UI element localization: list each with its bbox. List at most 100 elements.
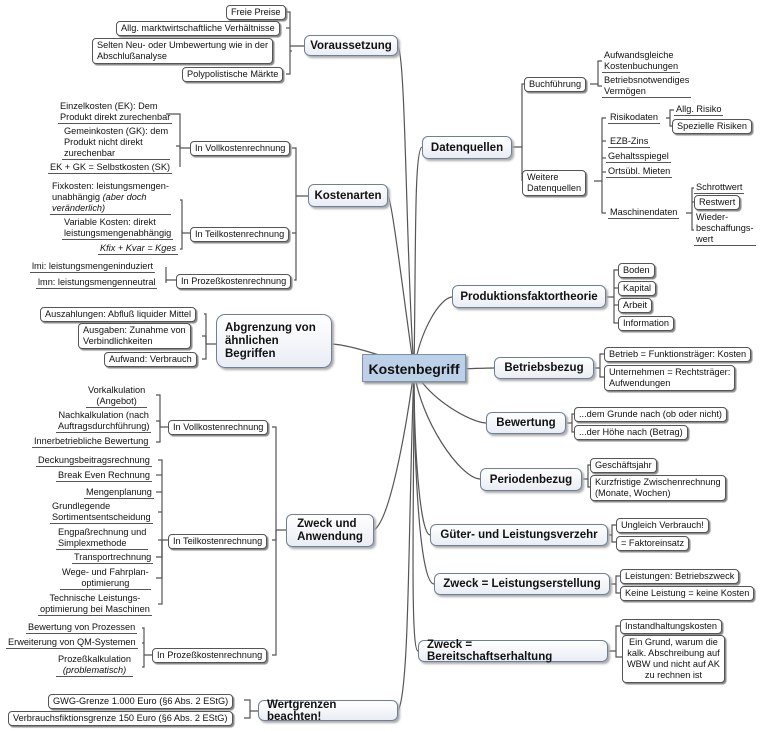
verbrauchsfiktionsgrenze[interactable]: Verbrauchsfiktionsgrenze 150 Euro (§6 Ab… bbox=[8, 711, 233, 726]
prozess-item[interactable]: Prozeßkalkulation (problematisch) bbox=[56, 654, 134, 677]
item-line: Weitere bbox=[527, 172, 559, 182]
buchfuehrung-item[interactable]: Betriebsnotwendiges Vermögen bbox=[602, 75, 692, 98]
teilkosten-item[interactable]: Technische Leistungs- optimierung bei Ma… bbox=[38, 593, 152, 616]
wiederbeschaffungswert-item[interactable]: Wieder- beschaffungs- wert bbox=[694, 212, 756, 246]
teilkosten-item[interactable]: Engpaßrechnung und Simplexmethode bbox=[56, 527, 149, 550]
vorkalkulation-item[interactable]: Vorkalkulation (Angebot) bbox=[86, 385, 148, 408]
teilkosten-item[interactable]: Transportrechnung bbox=[72, 552, 154, 564]
gueter-item[interactable]: Ungleich Verbrauch! bbox=[616, 518, 709, 533]
link-periodenbezug bbox=[413, 369, 481, 480]
central-topic[interactable]: Kostenbegriff bbox=[362, 354, 466, 382]
ezb-zins-item[interactable]: EZB-Zins bbox=[608, 136, 651, 148]
maschinendaten-item[interactable]: Maschinendaten bbox=[608, 207, 680, 219]
mieten-item[interactable]: Ortsübl. Mieten bbox=[606, 166, 673, 178]
item-line: Wege- und Fahrplan- bbox=[62, 567, 149, 577]
faktor-item[interactable]: Boden bbox=[618, 263, 655, 278]
gwg-grenze[interactable]: GWG-Grenze 1.000 Euro (§6 Abs. 2 EStG) bbox=[48, 694, 234, 709]
item-line: unabhängig (aber doch bbox=[52, 192, 169, 203]
voraussetzung-item[interactable]: Freie Preise bbox=[226, 5, 286, 20]
abschreibung-grund-item[interactable]: Ein Grund, warum die kalk. Abschreibung … bbox=[622, 635, 725, 683]
branch-bereitschaftserhaltung[interactable]: Zweck = Bereitschaftserhaltung bbox=[418, 639, 608, 663]
allg-risiko-item[interactable]: Allg. Risiko bbox=[674, 104, 724, 116]
voraussetzung-item[interactable]: Selten Neu- oder Umbewertung wie in der … bbox=[92, 38, 274, 64]
risikodaten-item[interactable]: Risikodaten bbox=[608, 112, 661, 124]
leistung-item[interactable]: Keine Leistung = keine Kosten bbox=[620, 586, 755, 601]
sub-vollkostenrechnung[interactable]: In Vollkostenrechnung bbox=[190, 141, 291, 156]
item-line: Vermögen bbox=[604, 86, 646, 96]
sub-buchfuehrung[interactable]: Buchführung bbox=[524, 77, 587, 92]
bewertung-item[interactable]: ...der Höhe nach (Betrag) bbox=[574, 425, 688, 440]
branch-abgrenzung[interactable]: Abgrenzung von ähnlichen Begriffen bbox=[216, 314, 332, 368]
item-line: Abschlußanalyse bbox=[97, 51, 167, 61]
link-wertgrenzen bbox=[397, 369, 415, 712]
gehaltsspiegel-item[interactable]: Gehaltsspiegel bbox=[606, 151, 671, 163]
faktor-item[interactable]: Kapital bbox=[618, 281, 657, 296]
gueter-item[interactable]: = Faktoreinsatz bbox=[616, 536, 690, 551]
variable-kosten-item[interactable]: Variable Kosten: direkt leistungsmengena… bbox=[62, 217, 174, 240]
sub-prozesskostenrechnung[interactable]: In Prozeßkostenrechnung bbox=[176, 274, 292, 289]
item-line: Fixkosten: leistungsmengen- bbox=[52, 181, 169, 191]
voraussetzung-item[interactable]: Polypolistische Märkte bbox=[182, 67, 284, 82]
buchfuehrung-item[interactable]: Aufwandsgleiche Kostenbuchungen bbox=[602, 50, 681, 73]
title-line: Zweck und bbox=[297, 517, 357, 530]
teilkosten-item[interactable]: Grundlegende Sortimentsentscheidung bbox=[50, 501, 153, 524]
branch-periodenbezug[interactable]: Periodenbezug bbox=[480, 468, 582, 491]
nachkalkulation-item[interactable]: Nachkalkulation (nach Auftragsdurchführu… bbox=[56, 410, 152, 433]
branch-betriebsbezug[interactable]: Betriebsbezug bbox=[494, 357, 594, 379]
fixkosten-item[interactable]: Fixkosten: leistungsmengen- unabhängig (… bbox=[50, 181, 171, 215]
sub-weitere-datenquellen[interactable]: Weitere Datenquellen bbox=[522, 170, 587, 196]
branch-gueter-leistungsverzehr[interactable]: Güter- und Leistungsverzehr bbox=[430, 524, 608, 546]
lmn-item[interactable]: lmn: leistungsmengenneutral bbox=[36, 277, 158, 289]
ek-gk-sum[interactable]: EK + GK = Selbstkosten (SK) bbox=[48, 162, 173, 174]
branch-zweck-anwendung[interactable]: Zweck und Anwendung bbox=[286, 514, 374, 547]
prozess-item[interactable]: Erweiterung von QM-Systemen bbox=[6, 637, 138, 649]
branch-bewertung[interactable]: Bewertung bbox=[486, 412, 566, 434]
branch-leistungserstellung[interactable]: Zweck = Leistungserstellung bbox=[434, 573, 610, 595]
branch-kostenarten[interactable]: Kostenarten bbox=[308, 184, 388, 207]
zweck-sub-vollkostenrechnung[interactable]: In Vollkostenrechnung bbox=[168, 420, 269, 435]
betrieb-item[interactable]: Betrieb = Funktionsträger: Kosten bbox=[604, 347, 752, 362]
schrottwert-item[interactable]: Schrottwert bbox=[694, 182, 745, 194]
zwischenrechnung-item[interactable]: Kurzfristige Zwischenrechnung (Monate, W… bbox=[590, 475, 726, 501]
zweck-sub-teilkostenrechnung[interactable]: In Teilkostenrechnung bbox=[168, 534, 268, 549]
unternehmen-item[interactable]: Unternehmen = Rechtsträger: Aufwendungen bbox=[604, 365, 736, 391]
innerbetriebliche-bewertung-item[interactable]: Innerbetriebliche Bewertung bbox=[32, 436, 151, 448]
branch-wertgrenzen[interactable]: Wertgrenzen beachten! bbox=[258, 699, 398, 723]
faktor-item[interactable]: Information bbox=[618, 316, 674, 331]
link-datenquellen bbox=[413, 146, 423, 371]
voraussetzung-item[interactable]: Allg. marktwirtschaftliche Verhältnisse bbox=[116, 21, 280, 36]
gk-item[interactable]: Gemeinkosten (GK): dem Produkt nicht dir… bbox=[62, 126, 171, 160]
abgrenzung-auszahlungen[interactable]: Auszahlungen: Abfluß liquider Mittel bbox=[40, 307, 197, 322]
item-line: Kurzfristige Zwischenrechnung bbox=[595, 477, 721, 487]
link-zweck bbox=[373, 369, 415, 531]
spezielle-risiken-item[interactable]: Spezielle Risiken bbox=[672, 119, 752, 134]
restwert-item[interactable]: Restwert bbox=[694, 195, 741, 210]
teilkosten-item[interactable]: Mengenplanung bbox=[84, 487, 154, 499]
kosten-formula[interactable]: Kfix + Kvar = Kges bbox=[98, 243, 179, 255]
title-line: ähnlichen bbox=[225, 334, 279, 347]
ek-item[interactable]: Einzelkosten (EK): Dem Produkt direkt zu… bbox=[58, 101, 173, 124]
item-line: WBW und nicht auf AK bbox=[627, 659, 720, 669]
abgrenzung-ausgaben[interactable]: Ausgaben: Zunahme von Verbindlichkeiten bbox=[78, 323, 191, 349]
link-bereitschaft bbox=[412, 369, 419, 652]
leistung-item[interactable]: Leistungen: Betriebszweck bbox=[620, 569, 740, 584]
instandhaltungskosten-item[interactable]: Instandhaltungskosten bbox=[620, 619, 722, 634]
item-line: zurechenbar bbox=[64, 148, 116, 158]
geschaeftsjahr-item[interactable]: Geschäftsjahr bbox=[590, 458, 657, 473]
branch-voraussetzung[interactable]: Voraussetzung bbox=[304, 35, 398, 56]
item-line: Wieder- bbox=[696, 212, 729, 222]
teilkosten-item[interactable]: Deckungsbeitragsrechnung bbox=[36, 455, 152, 467]
sub-teilkostenrechnung[interactable]: In Teilkostenrechnung bbox=[190, 227, 290, 242]
zweck-sub-prozesskostenrechnung[interactable]: In Prozeßkostenrechnung bbox=[152, 648, 268, 663]
bewertung-item[interactable]: ...dem Grunde nach (ob oder nicht) bbox=[574, 407, 727, 422]
abgrenzung-aufwand[interactable]: Aufwand: Verbrauch bbox=[104, 352, 197, 367]
branch-datenquellen[interactable]: Datenquellen bbox=[422, 136, 512, 159]
prozess-item[interactable]: Bewertung von Prozessen bbox=[26, 622, 138, 634]
branch-produktionsfaktortheorie[interactable]: Produktionsfaktortheorie bbox=[452, 285, 606, 308]
faktor-item[interactable]: Arbeit bbox=[618, 298, 653, 313]
item-line: (Monate, Wochen) bbox=[595, 488, 671, 498]
lmi-item[interactable]: lmi: leistungsmengeninduziert bbox=[30, 261, 156, 273]
teilkosten-item[interactable]: Wege- und Fahrplan- optimierung bbox=[60, 567, 151, 590]
teilkosten-item[interactable]: Break Even Rechnung bbox=[56, 470, 152, 482]
